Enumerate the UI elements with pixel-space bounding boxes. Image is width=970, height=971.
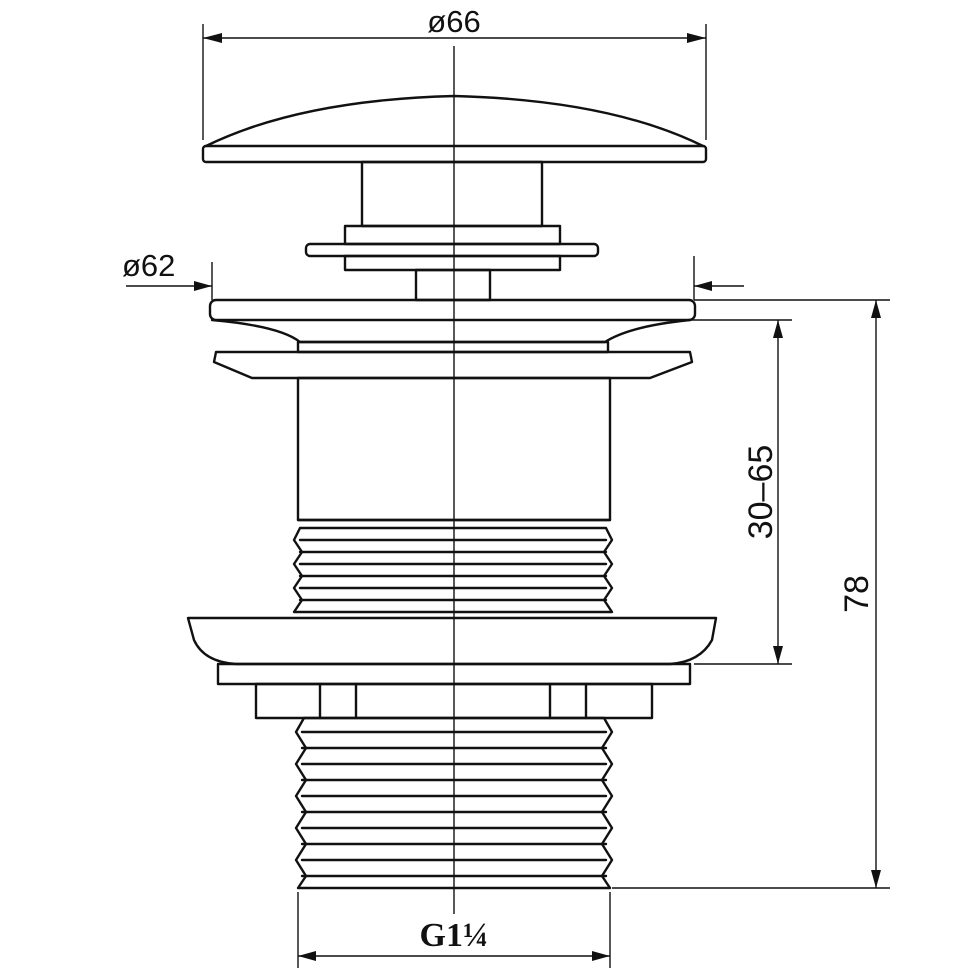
total-height-label: 78	[838, 575, 876, 613]
dim-thread: G1¼	[297, 892, 611, 968]
dim-cap-diameter: ø66	[202, 4, 707, 140]
thread-label: G1¼	[420, 917, 489, 954]
top-flange	[208, 298, 697, 354]
dim-total-height: 78	[612, 299, 890, 889]
dim-clamping-range: 30–65	[612, 319, 792, 665]
upper-thread	[292, 526, 614, 614]
dim-flange-diameter: ø62	[122, 248, 744, 300]
lock-nut-dish	[186, 616, 718, 686]
lower-thread	[294, 716, 614, 890]
sealing-washer	[212, 350, 694, 380]
cap-diameter-label: ø66	[427, 4, 480, 39]
body-tube	[296, 376, 612, 522]
clamping-range-label: 30–65	[742, 445, 780, 540]
flange-diameter-label: ø62	[122, 248, 175, 283]
cap-stem	[304, 160, 600, 302]
